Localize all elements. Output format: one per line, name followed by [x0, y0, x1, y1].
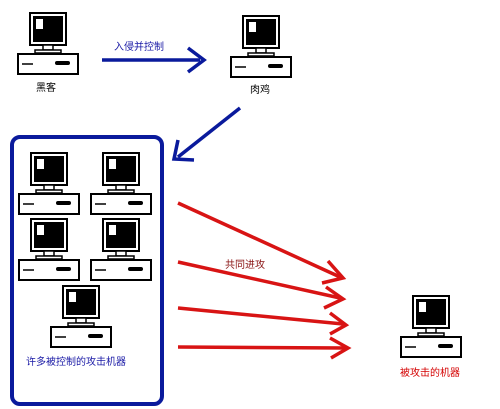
attack-arrow-3 [177, 306, 344, 326]
hacker-computer-icon [17, 12, 79, 75]
controlled-computer-icon [18, 152, 80, 215]
victim-label: 被攻击的机器 [400, 368, 460, 379]
attack-arrow-3-head [328, 311, 350, 336]
joint-attack-label: 共同进攻 [225, 260, 265, 271]
attack-arrow-4 [177, 345, 346, 350]
attack-arrow-1 [177, 201, 341, 279]
controlled-group-label: 许多被控制的攻击机器 [26, 357, 126, 368]
intrude-label: 入侵并控制 [114, 42, 164, 53]
victim-computer-icon [400, 295, 462, 358]
hacker-label: 黑客 [36, 83, 56, 94]
intrude-arrow [102, 46, 207, 74]
zombie-label: 肉鸡 [250, 85, 270, 96]
zombie-computer-icon [230, 15, 292, 78]
controlled-group-box [10, 135, 164, 406]
attack-arrow-2 [177, 260, 341, 300]
controlled-computer-icon [18, 218, 80, 281]
controlled-computer-icon [90, 218, 152, 281]
controlled-computer-icon [50, 285, 112, 348]
attack-arrow-2-head [323, 285, 347, 310]
attack-arrow-1-head [321, 259, 347, 285]
control-arrow [171, 106, 242, 162]
controlled-computer-icon [90, 152, 152, 215]
attack-arrows [177, 201, 352, 360]
attack-arrow-4-head [329, 336, 352, 360]
